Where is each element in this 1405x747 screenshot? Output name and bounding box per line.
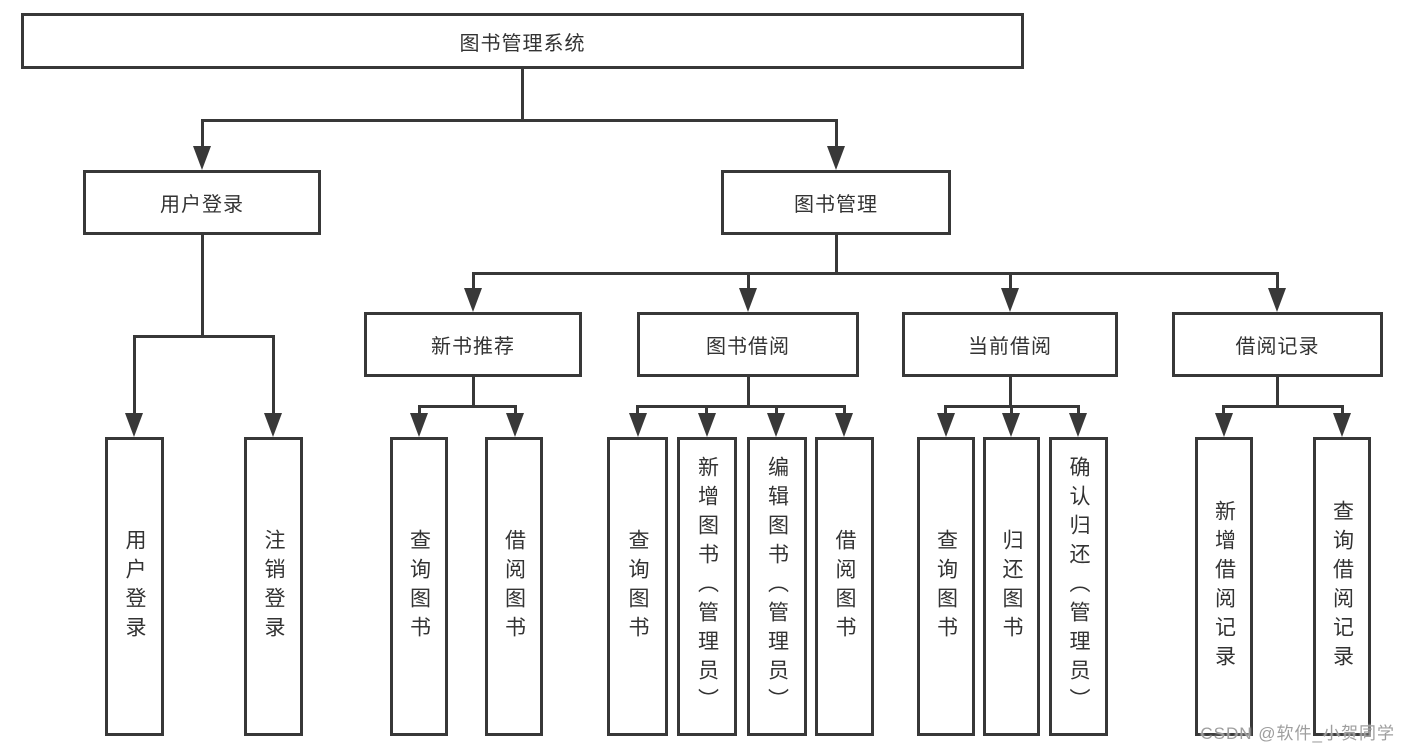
leaf-user-login: 用户登录 [105, 437, 164, 736]
connector-current-stem [1009, 377, 1012, 405]
arrowhead-down-icon [410, 413, 428, 437]
connector-book-management-stem [835, 235, 838, 272]
node-current-borrowing: 当前借阅 [902, 312, 1118, 377]
leaf-br-query-borrow-record: 查询借阅记录 [1313, 437, 1371, 736]
arrowhead-down-icon [464, 288, 482, 312]
connector-drop-leaf-logout [272, 335, 275, 415]
connector-drop-borrowing-records [1276, 272, 1279, 290]
connector-drop [705, 405, 708, 415]
arrowhead-down-icon [739, 288, 757, 312]
connector-drop [1010, 405, 1013, 415]
arrowhead-down-icon [1268, 288, 1286, 312]
leaf-br-add-borrow-record: 新增借阅记录 [1195, 437, 1253, 736]
connector-drop-book-management [835, 119, 838, 148]
connector-level2-bus [472, 272, 1279, 275]
connector-records-bus [1222, 405, 1344, 408]
connector-drop-book-borrowing [747, 272, 750, 290]
connector-drop [636, 405, 639, 415]
connector-drop [1341, 405, 1344, 415]
arrowhead-down-icon [835, 413, 853, 437]
connector-drop [944, 405, 947, 415]
node-book-borrowing: 图书借阅 [637, 312, 859, 377]
arrowhead-down-icon [1001, 288, 1019, 312]
arrowhead-down-icon [1069, 413, 1087, 437]
node-new-book-recommendation: 新书推荐 [364, 312, 582, 377]
connector-records-stem [1276, 377, 1279, 405]
connector-drop [843, 405, 846, 415]
connector-user-login-stem [201, 235, 204, 335]
arrowhead-down-icon [1002, 413, 1020, 437]
connector-drop [1222, 405, 1225, 415]
arrowhead-down-icon [264, 413, 282, 437]
connector-rec-stem [472, 377, 475, 405]
leaf-bb-edit-books-admin: 编辑图书（管理员） [747, 437, 807, 736]
connector-drop [1077, 405, 1080, 415]
connector-borrow-stem [747, 377, 750, 405]
leaf-bb-borrow-books: 借阅图书 [815, 437, 874, 736]
node-borrowing-records: 借阅记录 [1172, 312, 1383, 377]
arrowhead-down-icon [193, 146, 211, 170]
arrowhead-down-icon [506, 413, 524, 437]
connector-rec-bus [418, 405, 517, 408]
connector-drop [514, 405, 517, 415]
arrowhead-down-icon [827, 146, 845, 170]
node-library-management-system: 图书管理系统 [21, 13, 1024, 69]
connector-user-login-bus [133, 335, 275, 338]
leaf-cb-confirm-return-admin: 确认归还（管理员） [1049, 437, 1108, 736]
arrowhead-down-icon [698, 413, 716, 437]
leaf-rec-query-books: 查询图书 [390, 437, 448, 736]
connector-drop-new-book-rec [472, 272, 475, 290]
connector-root-stem [521, 69, 524, 119]
leaf-logout: 注销登录 [244, 437, 303, 736]
connector-borrow-bus [636, 405, 846, 408]
arrowhead-down-icon [629, 413, 647, 437]
arrowhead-down-icon [1333, 413, 1351, 437]
leaf-bb-add-books-admin: 新增图书（管理员） [677, 437, 737, 736]
arrowhead-down-icon [937, 413, 955, 437]
arrowhead-down-icon [1215, 413, 1233, 437]
leaf-bb-query-books: 查询图书 [607, 437, 668, 736]
node-book-management: 图书管理 [721, 170, 951, 235]
leaf-cb-return-books: 归还图书 [983, 437, 1040, 736]
leaf-cb-query-books: 查询图书 [917, 437, 975, 736]
leaf-rec-borrow-books: 借阅图书 [485, 437, 543, 736]
node-user-login: 用户登录 [83, 170, 321, 235]
connector-drop [775, 405, 778, 415]
connector-drop-current-borrowing [1009, 272, 1012, 290]
connector-drop [418, 405, 421, 415]
csdn-watermark: CSDN @软件_小贺同学 [1200, 724, 1395, 743]
connector-drop-leaf-user-login [133, 335, 136, 415]
arrowhead-down-icon [767, 413, 785, 437]
arrowhead-down-icon [125, 413, 143, 437]
connector-level1-bus [201, 119, 838, 122]
connector-drop-user-login [201, 119, 204, 148]
